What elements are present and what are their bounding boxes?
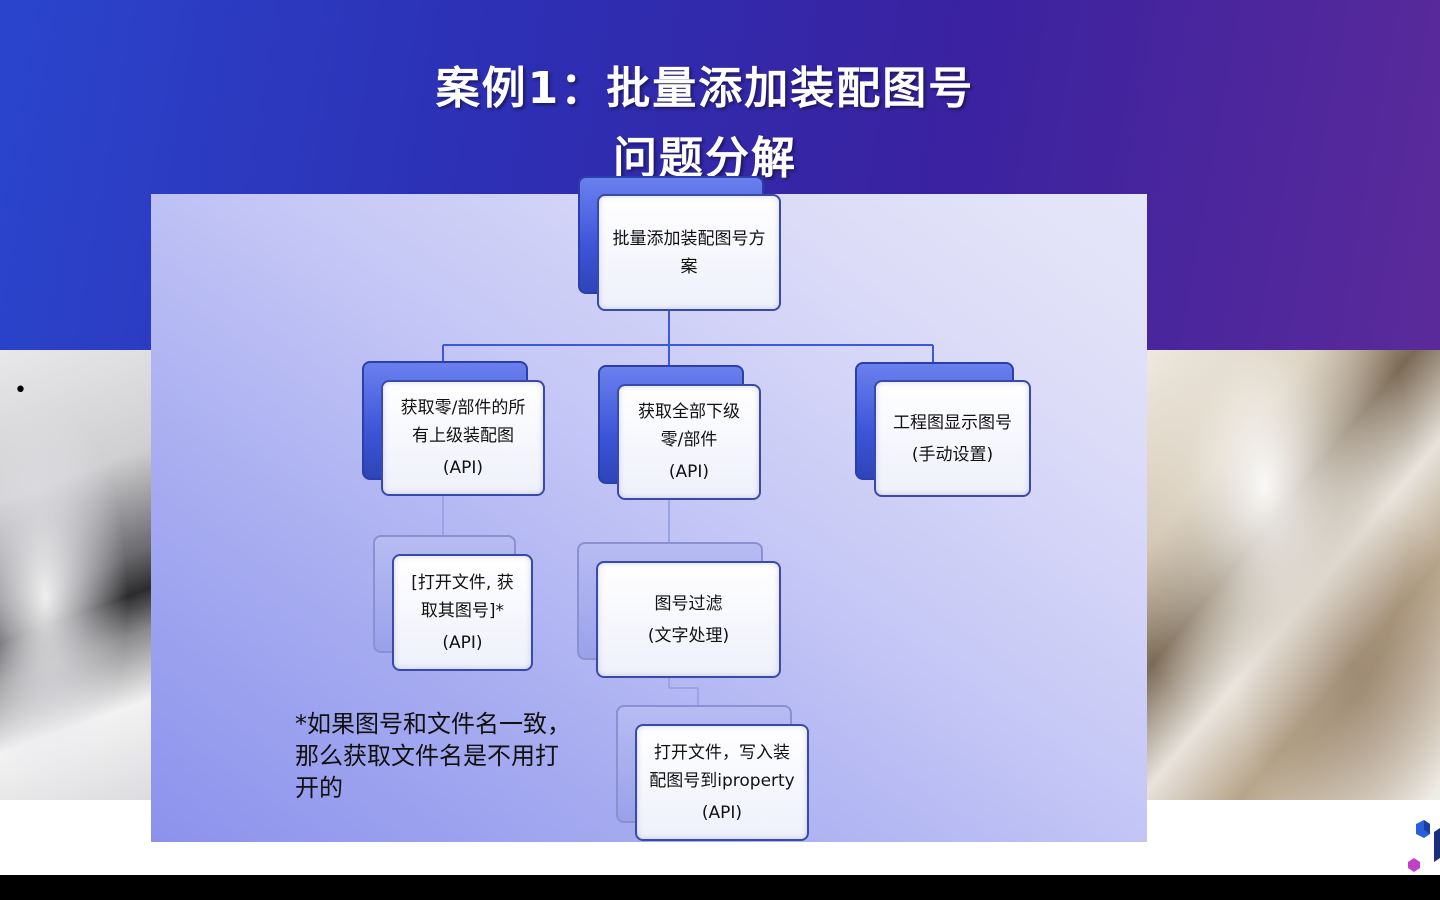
node-write-box: 打开文件，写入装 配图号到iproperty (API) <box>635 724 809 841</box>
node-write-api: (API) <box>701 802 743 823</box>
node-children-api: (API) <box>668 462 710 482</box>
node-open-file-line2: 取其图号]* <box>420 600 505 621</box>
node-filter-line2: (文字处理) <box>647 625 730 646</box>
bullet-point: • <box>14 378 27 403</box>
slide-title: 案例1：批量添加装配图号 <box>435 63 975 114</box>
node-parents-api: (API) <box>442 458 484 478</box>
node-children-line1: 获取全部下级 <box>638 402 740 422</box>
node-drawing-line2: (手动设置) <box>911 444 994 465</box>
node-children-line2: 零/部件 <box>660 430 718 450</box>
node-children-box: 获取全部下级 零/部件 (API) <box>617 384 761 500</box>
node-open-file-box: [打开文件, 获 取其图号]* (API) <box>392 554 533 671</box>
node-open-file-api: (API) <box>442 632 483 653</box>
slide-subtitle: 问题分解 <box>613 133 797 184</box>
autodesk-cube-logo-icon <box>1408 820 1440 872</box>
node-filter-line1: 图号过滤 <box>654 593 723 614</box>
bottom-black-bar <box>0 875 1440 900</box>
node-write-line1: 打开文件，写入装 <box>654 742 790 763</box>
node-root-line2: 案 <box>680 256 698 277</box>
node-drawing-line1: 工程图显示图号 <box>893 412 1012 433</box>
node-drawing-box: 工程图显示图号 (手动设置) <box>874 380 1031 497</box>
background-photo-right <box>1147 350 1440 800</box>
node-parents-box: 获取零/部件的所 有上级装配图 (API) <box>381 380 545 496</box>
slide: • 案例1：批量添加装配图号 问题分解 批量添加装配图号方 案 获取 <box>0 0 1440 875</box>
background-photo-left <box>0 350 151 800</box>
node-parents-line2: 有上级装配图 <box>412 426 514 446</box>
node-write-line2: 配图号到iproperty <box>649 770 795 791</box>
node-root-line1: 批量添加装配图号方 <box>612 228 766 249</box>
node-filter-box: 图号过滤 (文字处理) <box>596 561 781 678</box>
footnote-text: *如果图号和文件名一致，那么获取文件名是不用打开的 <box>295 710 571 802</box>
node-parents-line1: 获取零/部件的所 <box>400 398 526 418</box>
node-open-file-line1: [打开文件, 获 <box>411 572 514 593</box>
connector-lines <box>442 311 934 706</box>
node-root-box: 批量添加装配图号方 案 <box>597 194 781 311</box>
